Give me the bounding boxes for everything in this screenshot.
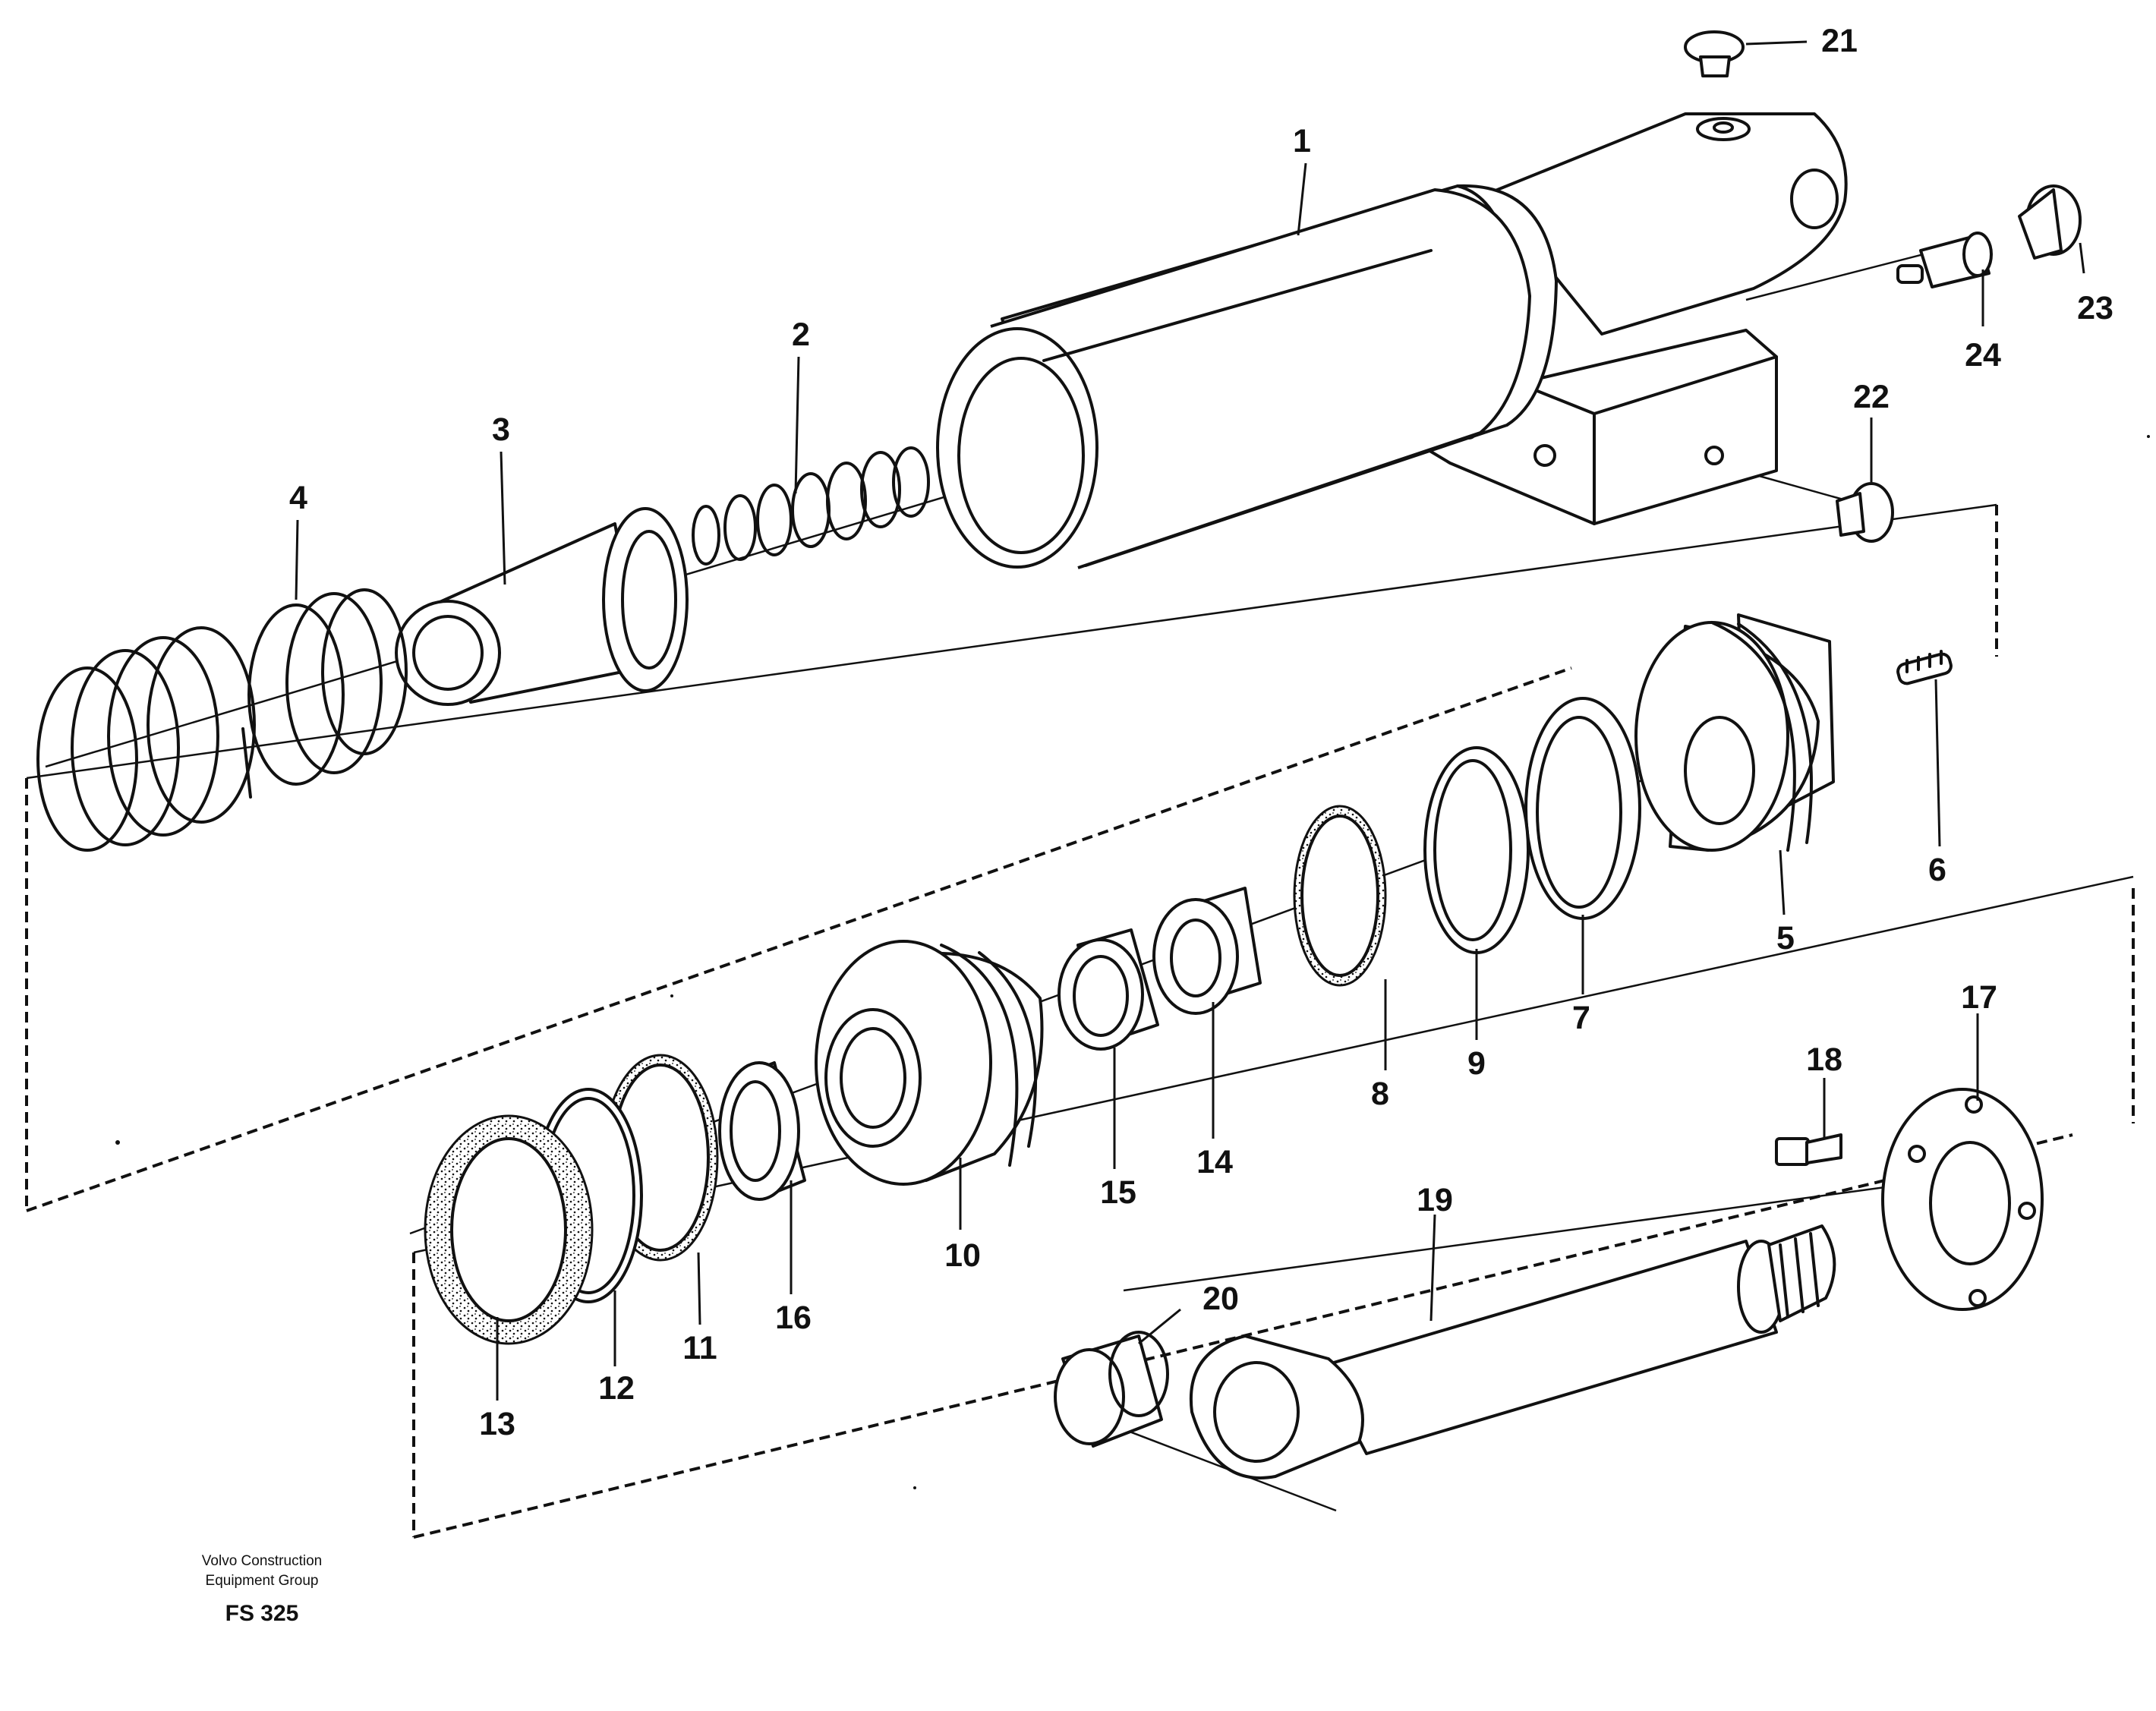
label-20: 20 (1203, 1281, 1239, 1317)
bushing-15 (1058, 928, 1159, 1169)
label-16: 16 (775, 1300, 812, 1336)
fitting-23 (2018, 184, 2085, 274)
large-springs (36, 519, 408, 852)
bolt-18 (1775, 1078, 1842, 1166)
piston-rod (1189, 1214, 1836, 1479)
wiper-13 (424, 1114, 594, 1401)
label-24: 24 (1965, 337, 2001, 373)
label-10: 10 (944, 1237, 981, 1274)
label-13: 13 (479, 1406, 515, 1442)
label-21: 21 (1821, 23, 1858, 59)
guide-sleeve (395, 451, 689, 706)
group-frames (25, 503, 2135, 1539)
label-14: 14 (1196, 1144, 1233, 1180)
label-5: 5 (1776, 920, 1795, 956)
label-9: 9 (1467, 1045, 1486, 1082)
company-line-2: Equipment Group (206, 1573, 319, 1589)
label-18: 18 (1806, 1041, 1842, 1078)
label-1: 1 (1293, 123, 1311, 159)
speckled-ring-8 (1293, 805, 1387, 1070)
label-22: 22 (1853, 379, 1890, 415)
cylinder-barrel (936, 112, 1848, 569)
label-15: 15 (1100, 1174, 1136, 1211)
label-17: 17 (1961, 979, 1997, 1016)
piston (1634, 613, 1835, 915)
plug-21 (1684, 30, 1808, 77)
ring-16 (718, 1061, 806, 1294)
part-labels: 1 2 3 4 5 6 7 8 9 10 11 12 13 14 15 16 1… (289, 23, 2113, 1442)
label-4: 4 (289, 480, 307, 516)
label-3: 3 (492, 411, 510, 448)
seal-ring-9 (1423, 746, 1530, 1040)
set-screw (1896, 650, 1953, 847)
print-specks (115, 435, 2150, 1489)
company-line-1: Volvo Construction (202, 1553, 322, 1569)
small-spring (692, 356, 930, 566)
bushing-14 (1152, 887, 1262, 1139)
bushing-20 (1054, 1308, 1181, 1448)
flange-17 (1881, 1013, 2044, 1311)
label-11: 11 (682, 1330, 717, 1366)
piston-head (815, 940, 1044, 1230)
label-19: 19 (1417, 1182, 1453, 1218)
label-23: 23 (2077, 290, 2113, 326)
label-8: 8 (1371, 1076, 1389, 1112)
backup-ring-7 (1524, 697, 1641, 994)
label-2: 2 (792, 317, 810, 353)
footer: Volvo Construction Equipment Group FS 32… (202, 1553, 322, 1626)
label-6: 6 (1928, 852, 1946, 888)
label-12: 12 (598, 1370, 635, 1407)
valve-24 (1896, 232, 1993, 326)
figure-code: FS 325 (225, 1601, 299, 1626)
label-7: 7 (1572, 1000, 1590, 1036)
plug-22 (1836, 418, 1894, 543)
